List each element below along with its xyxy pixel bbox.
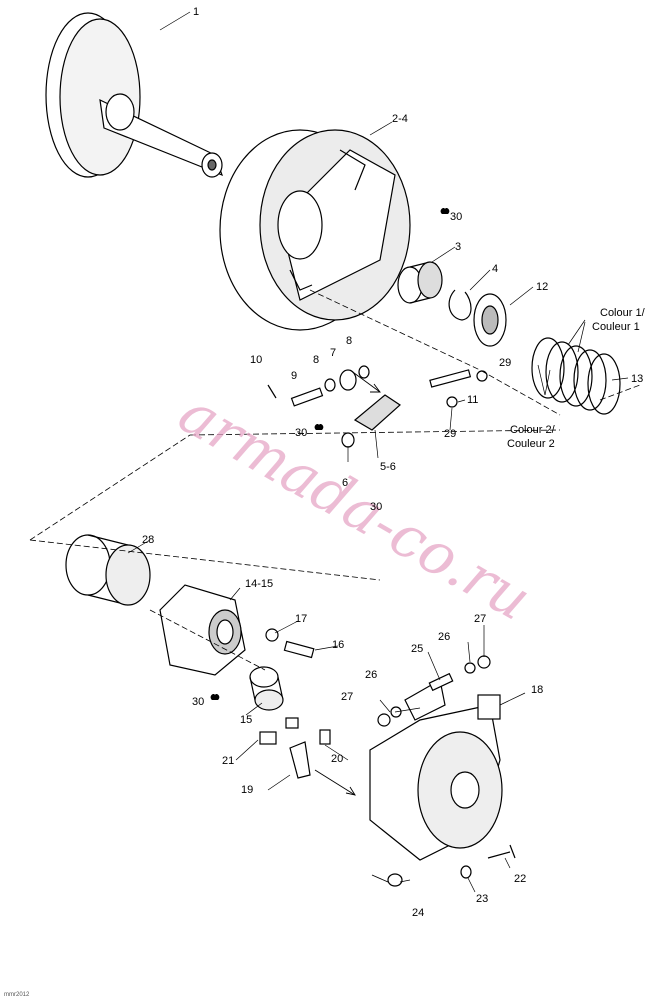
colour-2-label: Colour 2/ [510, 424, 556, 436]
callout-9: 9 [291, 370, 297, 382]
callout-11: 11 [467, 394, 478, 406]
callout-30-line: 30 [370, 501, 382, 513]
colour-notes: Colour 1/ Couleur 1 Colour 2/ Couleur 2 [507, 307, 646, 450]
retaining-ring [448, 289, 472, 321]
spider-bushing [249, 666, 284, 711]
bolt-22 [487, 844, 516, 859]
callout-26: 26 [365, 669, 377, 681]
callout-5-6: 5-6 [380, 461, 396, 473]
callout-8: 8 [313, 354, 319, 366]
spider [159, 584, 246, 676]
nut-27 [477, 655, 491, 669]
callout-3: 3 [455, 241, 461, 253]
callout-28: 28 [142, 534, 154, 546]
nut-27b [377, 713, 391, 727]
seal [473, 293, 507, 347]
callout-30: 30 [450, 211, 462, 223]
couleur-1-label: Couleur 1 [592, 321, 640, 333]
housing [369, 679, 503, 861]
direction-arrows [314, 369, 389, 883]
callout-1: 1 [193, 6, 199, 18]
callout-13: 13 [631, 373, 643, 385]
callout-24: 24 [412, 907, 424, 919]
screw [283, 640, 315, 659]
callout-22: 22 [514, 873, 526, 885]
callout-20: 20 [331, 753, 343, 765]
callout-16: 16 [332, 639, 344, 651]
callout-4: 4 [492, 263, 498, 275]
callout-30-low: 30 [192, 696, 204, 708]
callout-21: 21 [222, 755, 234, 767]
spring [531, 337, 621, 415]
bushing [397, 261, 443, 304]
callout-15: 15 [240, 714, 252, 726]
watermark: armada-co.ru [168, 378, 542, 633]
callout-8-top: 8 [346, 335, 352, 347]
callout-30-mid: 30 [295, 427, 307, 439]
callout-27-top: 27 [474, 613, 486, 625]
callout-29-top: 29 [499, 357, 511, 369]
couleur-2-label: Couleur 2 [507, 438, 555, 450]
colour-1-label: Colour 1/ [600, 307, 646, 319]
callout-7: 7 [330, 347, 336, 359]
callout-27: 27 [341, 691, 353, 703]
callout-19: 19 [241, 784, 253, 796]
callout-14-15: 14-15 [245, 578, 273, 590]
callout-12: 12 [536, 281, 548, 293]
callout-labels: 1 2-4 30 3 4 12 13 8 7 8 10 9 29 11 29 3… [142, 6, 643, 919]
callout-6: 6 [342, 477, 348, 489]
washer-23 [460, 865, 472, 879]
sliding-sheave [219, 129, 411, 331]
callout-23: 23 [476, 893, 488, 905]
callout-25: 25 [411, 643, 423, 655]
fixed-sheave [45, 12, 224, 178]
cam-bushing [65, 534, 151, 606]
pin [319, 729, 331, 745]
bracket [289, 741, 311, 779]
washer [265, 628, 279, 642]
callout-29: 29 [444, 428, 456, 440]
washer-26 [464, 662, 476, 674]
reference-code: mmr2012 [4, 992, 30, 998]
bolt [259, 731, 277, 745]
callout-26-top: 26 [438, 631, 450, 643]
warning-drop-icon [210, 207, 450, 700]
nut-24 [387, 873, 403, 887]
leader-lines [127, 11, 629, 893]
callout-18: 18 [531, 684, 543, 696]
callout-10: 10 [250, 354, 262, 366]
bolt-2 [285, 717, 299, 729]
washer-26b [390, 706, 402, 718]
callout-2-4: 2-4 [392, 113, 408, 125]
callout-17: 17 [295, 613, 307, 625]
